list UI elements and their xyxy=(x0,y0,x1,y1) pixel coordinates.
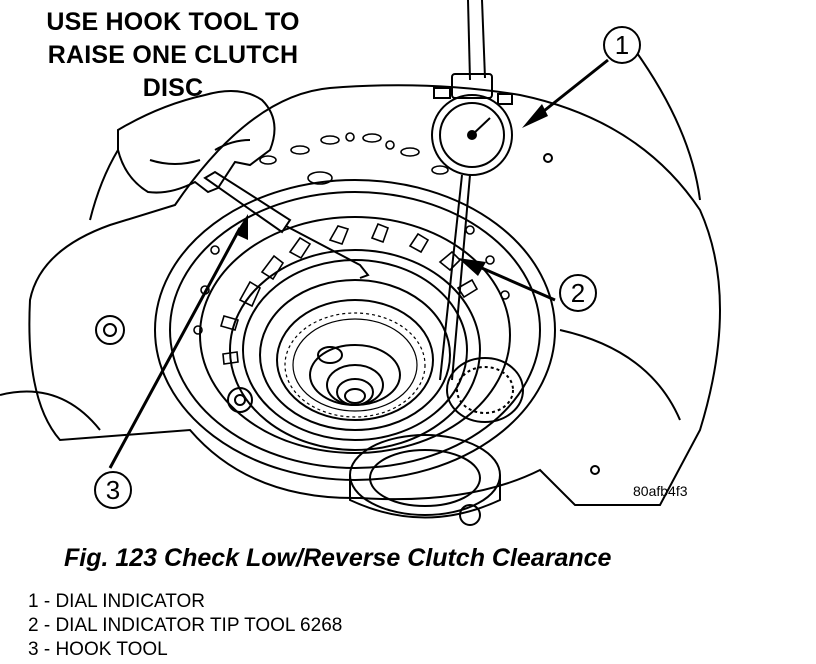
figure-caption: Fig. 123 Check Low/Reverse Clutch Cleara… xyxy=(64,544,612,572)
svg-text:1: 1 xyxy=(615,30,629,60)
legend-list: 1 - DIAL INDICATOR 2 - DIAL INDICATOR TI… xyxy=(28,590,342,662)
callout-3: 3 xyxy=(94,471,132,509)
callout-3-leader xyxy=(108,227,242,469)
hand-outline xyxy=(117,90,276,194)
dial-indicator-drawing xyxy=(431,0,513,381)
svg-text:2: 2 xyxy=(571,278,585,308)
heading-line: USE HOOK TOOL TO xyxy=(46,8,300,36)
callout-2-leader xyxy=(467,260,556,302)
heading-line: RAISE ONE CLUTCH xyxy=(47,41,299,69)
callout-1: 1 xyxy=(603,26,641,64)
callout-2: 2 xyxy=(559,274,597,312)
svg-text:3: 3 xyxy=(106,475,120,505)
instruction-heading: USE HOOK TOOL TO RAISE ONE CLUTCH DISC xyxy=(18,6,328,105)
heading-line: DISC xyxy=(142,74,204,102)
clutch-clearance-illustration: 1 2 3 xyxy=(0,0,721,526)
hook-tool-handle xyxy=(203,170,292,234)
legend-item: 3 - HOOK TOOL xyxy=(28,639,168,660)
figure-code: 80afb4f3 xyxy=(633,483,688,499)
legend-item: 1 - DIAL INDICATOR xyxy=(28,591,206,612)
case-outline xyxy=(28,84,721,506)
legend-item: 2 - DIAL INDICATOR TIP TOOL 6268 xyxy=(28,615,343,636)
